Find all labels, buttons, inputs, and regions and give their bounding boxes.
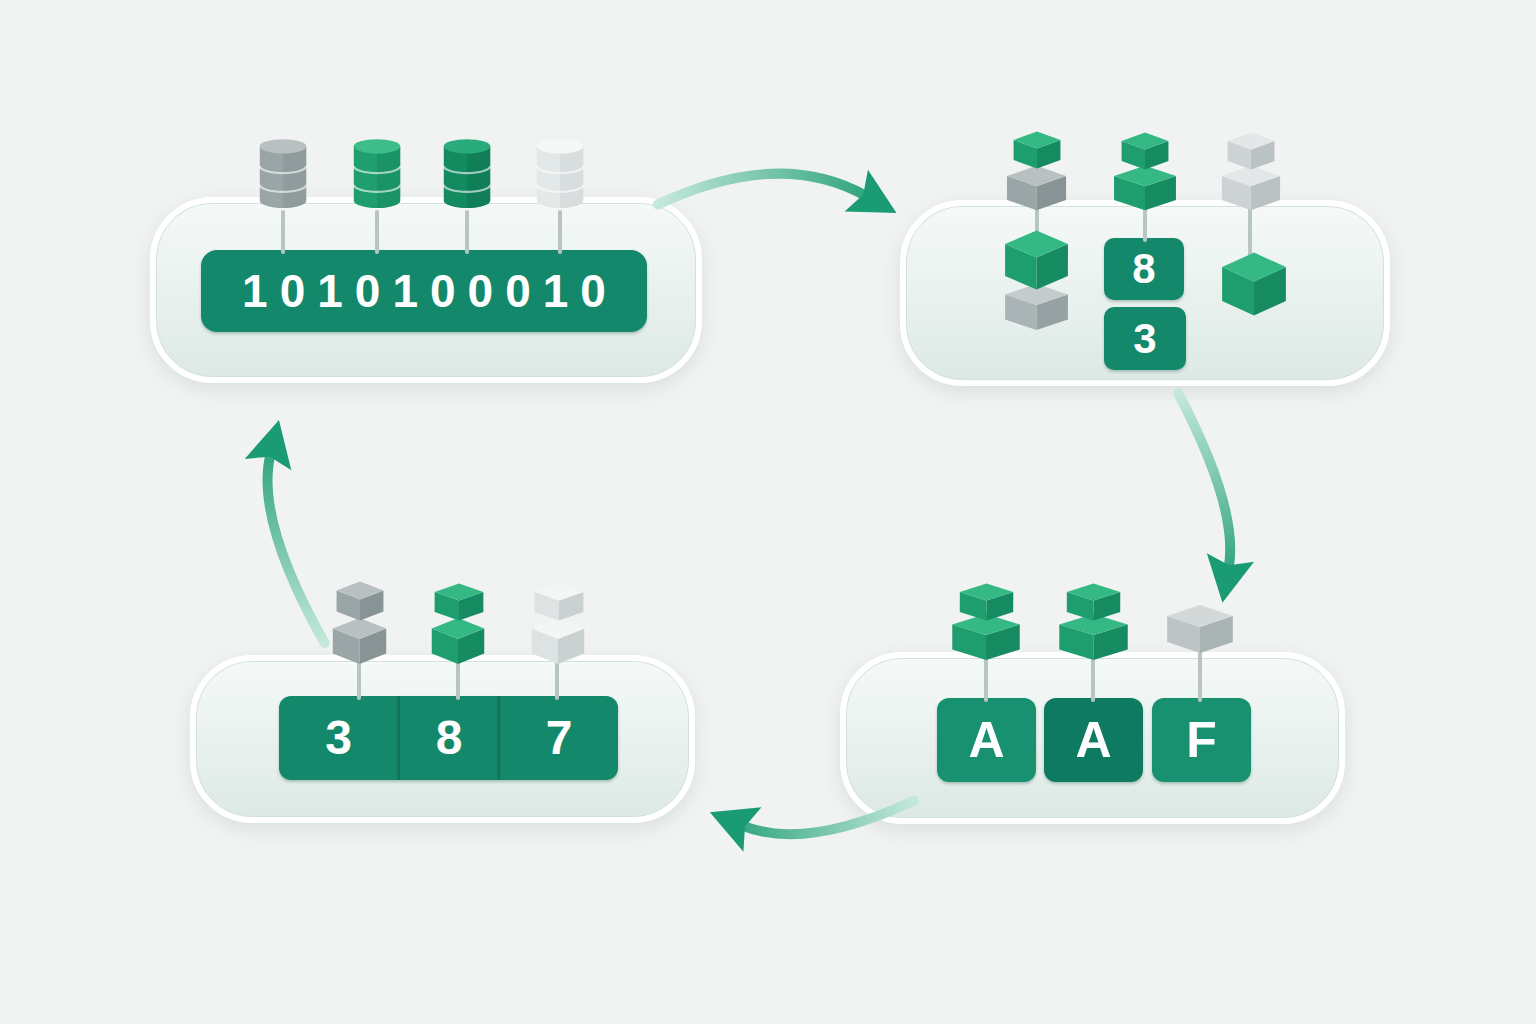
- arrow-head: [845, 170, 897, 213]
- cube-icon: [1114, 166, 1176, 210]
- tile-text: 8: [436, 714, 463, 762]
- tile-text: 3: [1133, 318, 1156, 360]
- icon-stem: [1035, 208, 1039, 234]
- hex-tile: A: [937, 698, 1036, 782]
- icon-stem: [456, 663, 460, 698]
- arrow-line: [658, 174, 865, 205]
- icon-stem: [281, 212, 285, 252]
- icon-stem: [555, 663, 559, 698]
- digit-cell: 3: [279, 696, 398, 780]
- database-icon: [444, 139, 490, 208]
- tile-text: A: [1075, 715, 1111, 765]
- icon-stem: [1143, 208, 1147, 240]
- stage-panel: 83: [900, 200, 1390, 386]
- cycle-arrow: [710, 801, 914, 852]
- cube-icon: [1007, 166, 1066, 210]
- hex-tile: F: [1152, 698, 1251, 782]
- cube-icon: [1222, 166, 1280, 210]
- arrow-line: [1178, 393, 1230, 567]
- tile-text: 1010100010: [230, 268, 618, 314]
- cube-icon: [337, 582, 384, 621]
- cube-icon: [435, 584, 484, 621]
- cube-icon: [532, 618, 585, 664]
- digit-cell: 8: [398, 696, 498, 780]
- tile-text: F: [1186, 715, 1217, 765]
- cube-icon: [432, 618, 485, 664]
- cube-icon: [535, 584, 584, 621]
- cube-block: [1005, 284, 1068, 330]
- icon-stem: [984, 658, 988, 700]
- icon-stem: [375, 212, 379, 252]
- arrow-line: [268, 455, 325, 643]
- arrow-head: [1207, 553, 1254, 602]
- cube-block: [1005, 230, 1068, 289]
- stage-panel: 3 8 7: [190, 655, 695, 823]
- cube-icon: [960, 584, 1013, 621]
- cube-icon: [1228, 133, 1275, 170]
- digit-tile: 3: [1104, 307, 1186, 370]
- digit-tile: 8: [1104, 238, 1184, 300]
- cube-icon: [952, 614, 1020, 660]
- icon-stem: [465, 212, 469, 252]
- tile-text: 3: [325, 714, 352, 762]
- cube-icon: [1167, 605, 1233, 653]
- database-icon: [260, 139, 306, 208]
- digit-cell: 7: [498, 696, 618, 780]
- cycle-arrow: [245, 420, 325, 643]
- tile-text: A: [968, 715, 1004, 765]
- database-icon: [354, 139, 400, 208]
- cube-block: [1222, 253, 1286, 316]
- cube-icon: [1122, 133, 1169, 170]
- arrow-head: [245, 420, 292, 470]
- stage-panel: AAF: [840, 652, 1345, 824]
- binary-bar: 1010100010: [201, 250, 647, 332]
- tile-text: 8: [1132, 248, 1155, 290]
- icon-stem: [1198, 652, 1202, 700]
- cube-icon: [1059, 614, 1127, 660]
- cube-icon: [1067, 584, 1120, 621]
- icon-stem: [357, 663, 361, 698]
- cube-icon: [333, 618, 386, 664]
- icon-stem: [558, 212, 562, 252]
- tile-text: 7: [546, 714, 573, 762]
- icon-stem: [1248, 208, 1252, 255]
- icon-stem: [1091, 658, 1095, 700]
- hex-tile: A: [1044, 698, 1143, 782]
- stage-panel: 1010100010: [150, 197, 702, 383]
- arrow-head: [710, 807, 762, 851]
- cycle-arrow: [658, 170, 897, 213]
- cycle-arrow: [1178, 393, 1254, 603]
- database-icon: [537, 139, 583, 208]
- arrow-line: [743, 801, 914, 834]
- cube-icon: [1014, 132, 1061, 169]
